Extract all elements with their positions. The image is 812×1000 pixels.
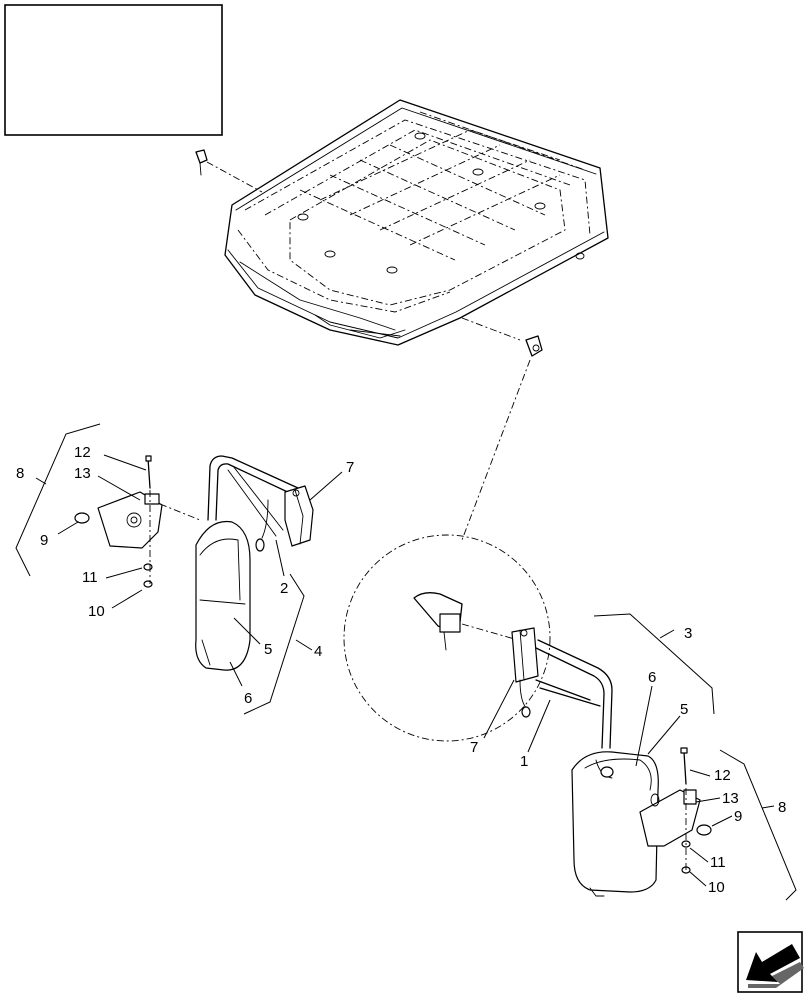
callout-left-6: 6	[244, 690, 252, 707]
leader-lines	[15, 423, 797, 901]
mount-bracket-right	[461, 317, 543, 357]
detail-leader-line	[461, 359, 531, 541]
callout-left-7: 7	[346, 459, 354, 476]
callout-right-5: 5	[680, 701, 688, 718]
left-mirror-assembly	[74, 455, 314, 671]
callout-left-4: 4	[314, 643, 322, 660]
right-mirror-assembly	[511, 627, 712, 897]
callout-left-9: 9	[40, 532, 48, 549]
callout-left-5: 5	[264, 641, 272, 658]
callout-right-3: 3	[684, 625, 692, 642]
callout-left-11: 11	[82, 569, 98, 586]
callout-right-13: 13	[722, 790, 739, 807]
callout-right-1: 1	[520, 753, 528, 770]
callout-right-11: 11	[710, 854, 726, 871]
callout-left-13: 13	[74, 465, 91, 482]
callout-right-12: 12	[714, 767, 731, 784]
mount-bracket-upper-left	[195, 149, 263, 193]
callout-left-2: 2	[280, 580, 288, 597]
callout-labels: 8 12 13 9 11 10 7 2 5 4 6 3 6 5 7 1 12 1…	[16, 444, 786, 896]
title-frame	[4, 4, 223, 136]
callout-right-6: 6	[648, 669, 656, 686]
seat-bolt-holes	[297, 132, 585, 274]
seat-assembly	[224, 99, 609, 346]
callout-left-12: 12	[74, 444, 91, 461]
callout-left-8: 8	[16, 465, 24, 482]
callout-right-9: 9	[734, 808, 742, 825]
callout-right-10: 10	[708, 879, 725, 896]
detail-circle	[343, 534, 551, 742]
callout-right-7: 7	[470, 739, 478, 756]
callout-left-10: 10	[88, 603, 105, 620]
arrow-down-left-icon[interactable]	[737, 931, 804, 993]
callout-right-8: 8	[778, 799, 786, 816]
